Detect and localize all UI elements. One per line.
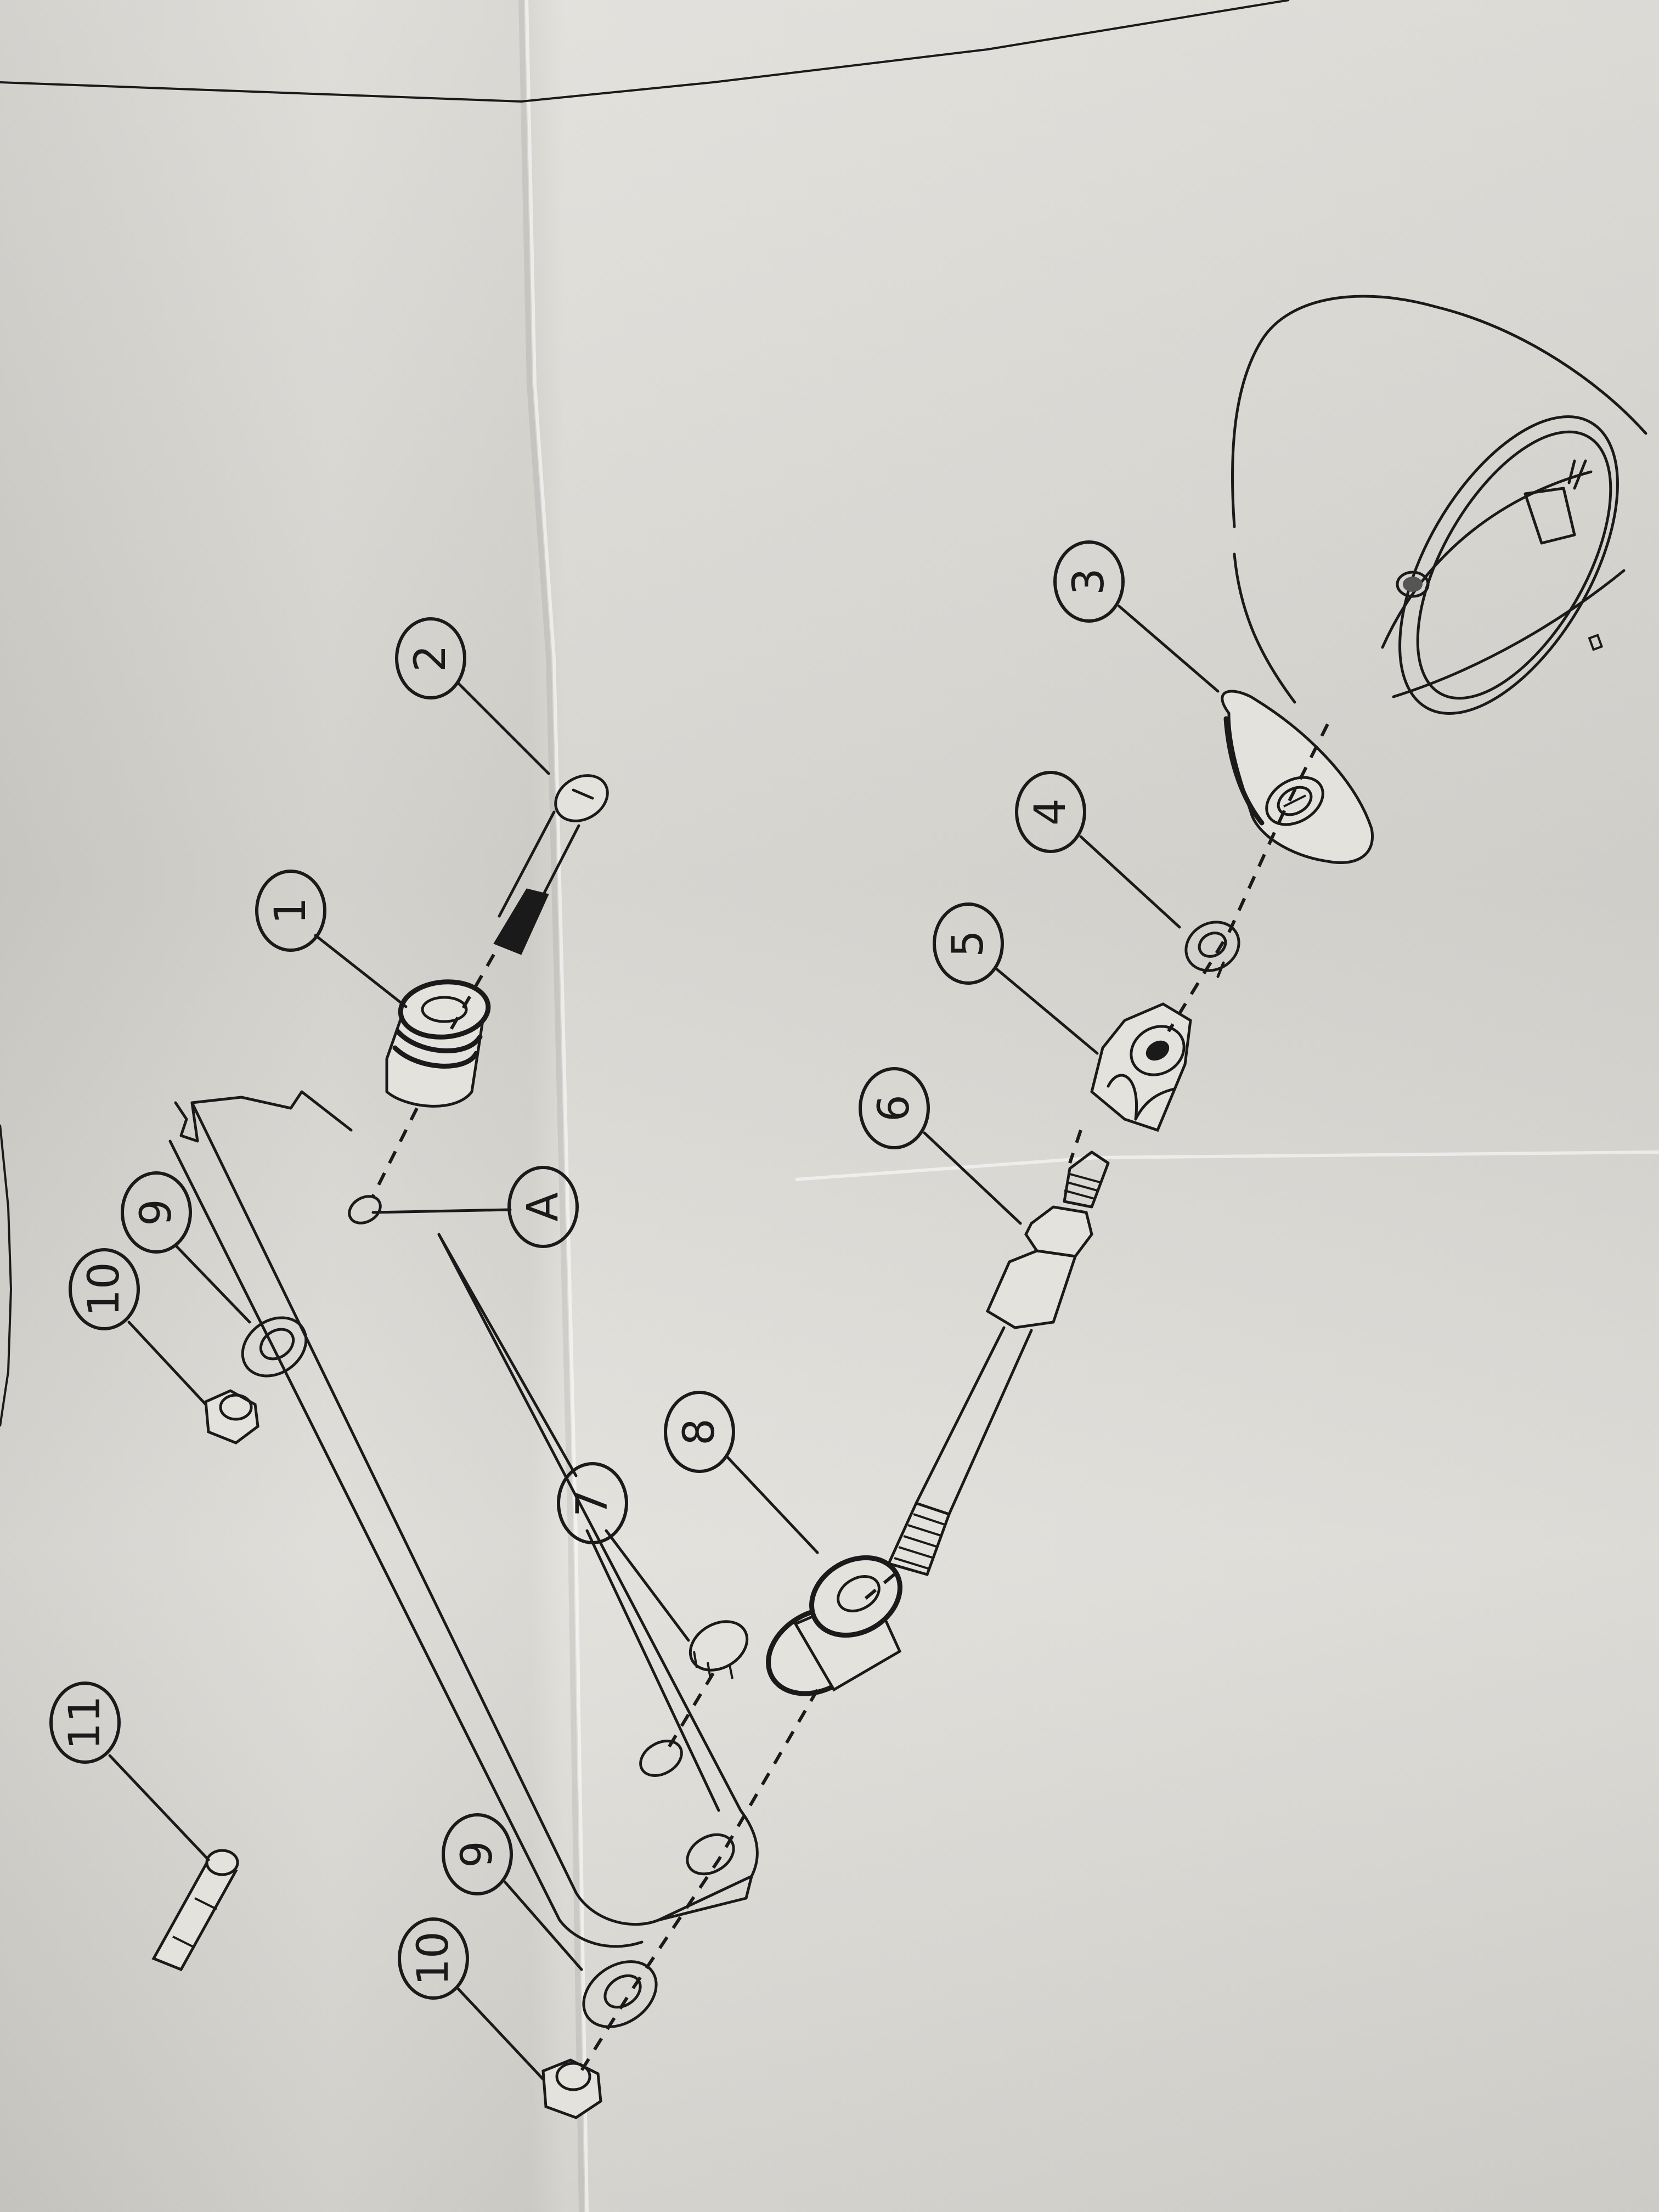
- part-9-washer-lower: [582, 1960, 658, 2028]
- left-border-arc: [0, 1124, 13, 1427]
- callout-10-lower-label: 10: [409, 1931, 458, 1985]
- callout-2: 2: [395, 617, 466, 699]
- callout-8: 8: [664, 1391, 735, 1473]
- part-4-lock-washer: [1184, 921, 1240, 978]
- callout-a: A: [507, 1166, 579, 1248]
- axis-nut-to-stud: [1068, 1130, 1082, 1164]
- part-6-threaded-stud: [887, 1150, 1110, 1577]
- callout-5-label: 5: [944, 930, 993, 957]
- callout-a-label: A: [518, 1192, 568, 1221]
- callout-3-label: 3: [1064, 568, 1114, 595]
- horizontal-fold-highlight: [795, 1150, 1659, 1181]
- leader-lines: [108, 605, 1220, 2081]
- page-border-line: [0, 0, 1290, 103]
- part-3-mount-plate: [1221, 690, 1374, 864]
- axis-plate-to-nut: [1167, 723, 1329, 1032]
- callout-4: 4: [1015, 771, 1086, 853]
- axis-bolt-to-grommet: [448, 953, 495, 1032]
- callout-9-lower: 9: [442, 1813, 513, 1895]
- callout-11-label: 11: [60, 1695, 110, 1750]
- callout-3: 3: [1053, 540, 1125, 623]
- callout-1: 1: [255, 870, 326, 952]
- axis-grommet-to-hole-a: [371, 1107, 419, 1197]
- part-10-hex-nut-upper: [204, 1389, 259, 1444]
- callout-1-label: 1: [266, 897, 315, 924]
- vertical-fold-crease: [518, 0, 584, 2212]
- part-11-fuse: [151, 1849, 239, 1972]
- axis-spacer-to-nut-lower: [574, 1689, 819, 2080]
- callout-7: 7: [557, 1462, 628, 1544]
- axis-plug-to-hole: [662, 1672, 715, 1757]
- callout-4-label: 4: [1026, 798, 1075, 826]
- callout-10-lower: 10: [398, 1917, 469, 2000]
- part-2-button-head-bolt: [493, 774, 609, 955]
- part-10-hex-nut-lower: [541, 2058, 602, 2119]
- part-8-flanged-spacer: [766, 1555, 902, 1696]
- callout-9-upper: 9: [121, 1171, 192, 1254]
- part-1-grommet: [385, 979, 491, 1108]
- callout-9-upper-label: 9: [132, 1199, 181, 1226]
- callout-6-label: 6: [870, 1094, 919, 1122]
- callout-9-lower-label: 9: [453, 1841, 502, 1868]
- callout-10-upper-label: 10: [80, 1262, 129, 1316]
- light-housing: [1231, 295, 1647, 715]
- vertical-fold-highlight: [525, 0, 589, 2212]
- axis-stud-to-spacer: [860, 1573, 895, 1604]
- part-5-cap-nut: [1090, 1002, 1192, 1132]
- part-9-washer-upper: [241, 1316, 308, 1378]
- callout-10-upper: 10: [69, 1248, 140, 1330]
- callout-7-label: 7: [568, 1489, 617, 1517]
- callout-2-label: 2: [406, 645, 455, 672]
- callout-8-label: 8: [675, 1418, 724, 1446]
- callout-5: 5: [933, 902, 1004, 985]
- callout-6: 6: [859, 1067, 930, 1149]
- callout-11: 11: [49, 1681, 121, 1764]
